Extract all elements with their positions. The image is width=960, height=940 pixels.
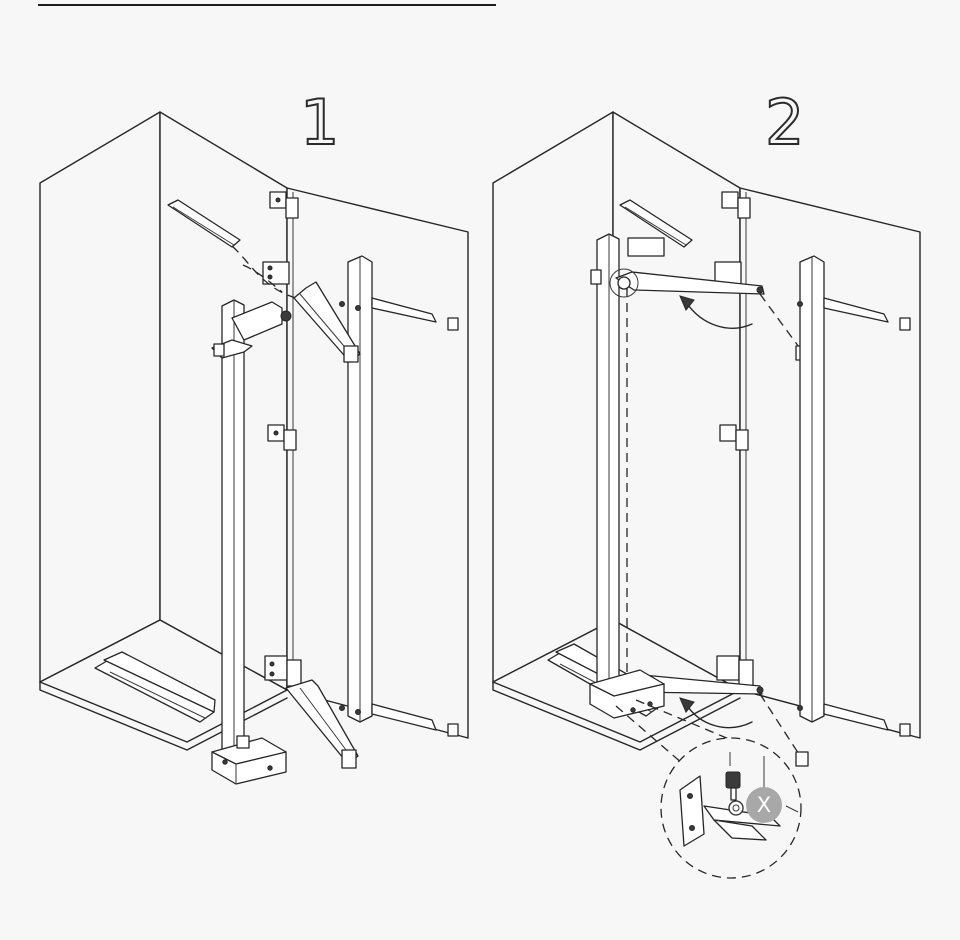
cabinet2-door: [739, 187, 921, 739]
hinge-middle: [267, 424, 297, 451]
base-bracket-mounted: [589, 669, 665, 719]
detail-x-badge: X: [746, 787, 782, 823]
bottom-rail-left: [94, 651, 216, 723]
cabinet2-side-panel: [492, 111, 614, 683]
curved-arrow-icon: [679, 697, 753, 729]
cabinet2-back-panel: [612, 111, 741, 691]
step1-illustration: [39, 111, 469, 785]
door-crossbar-top: [339, 297, 459, 331]
base-bracket: [211, 735, 287, 785]
top-rail-right: [619, 199, 693, 257]
top-rail-left: [167, 199, 241, 248]
door-frame-post: [347, 255, 373, 723]
bolt-icon: [725, 771, 741, 801]
door-crossbar-bottom: [339, 703, 459, 737]
hinge-top: [269, 191, 299, 219]
lower-linkage-arm: [285, 679, 359, 769]
cabinet-side-panel: [39, 111, 161, 683]
step-2-number: 2: [764, 86, 805, 159]
step2-illustration: [492, 111, 921, 879]
header-rule: [38, 4, 496, 6]
frame-post: [211, 299, 292, 759]
step-1-number: 1: [299, 86, 340, 159]
upper-linkage-arm: [293, 281, 361, 363]
upper-mounting-plate: [262, 261, 290, 285]
cabinet-door: [286, 187, 469, 739]
curved-arrow-icon: [679, 295, 753, 329]
